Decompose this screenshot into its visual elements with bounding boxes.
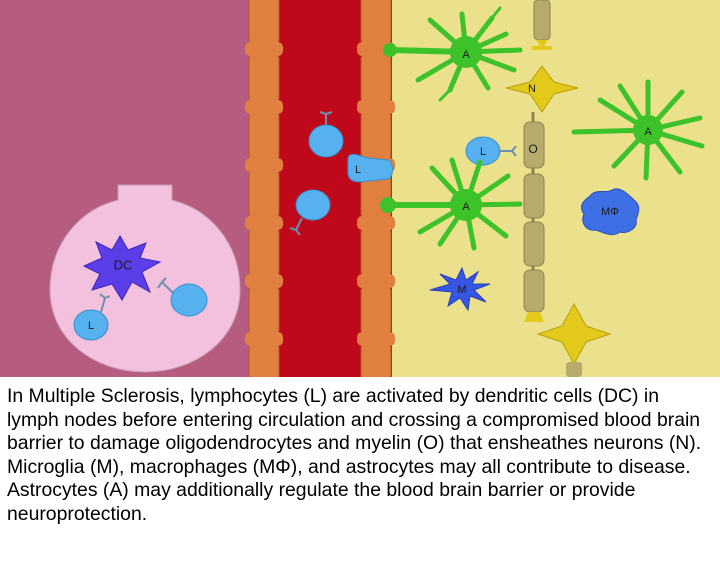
macrophage-label: MΦ: [601, 206, 619, 218]
lymphocyte-node-left: [73, 293, 111, 341]
axon-terminal: [524, 312, 544, 322]
astrocyte-right-label: A: [644, 126, 652, 138]
macrophage-shape: [581, 188, 640, 236]
astrocyte-middle: [380, 157, 523, 251]
lymphocyte-transmigrating-label: L: [355, 164, 361, 176]
oligodendrocyte-label: O: [528, 142, 537, 156]
lymphocyte-node-left-label: L: [88, 320, 94, 332]
vessel-wall-right: [360, 0, 392, 377]
lymphocyte-brain: [465, 136, 517, 166]
vessel-wall-left-junctions: [245, 42, 283, 346]
microglia-label: M: [457, 284, 466, 296]
neuron-cell-body: [505, 65, 579, 113]
astrocyte-middle-label: A: [462, 201, 470, 213]
neuron-top-axon: [532, 0, 552, 50]
neuron-bottom-stem: [566, 362, 582, 377]
astrocyte-right: [571, 79, 705, 181]
lymphocyte-transmigrating: [347, 153, 393, 183]
astrocyte-top-label: A: [462, 49, 470, 61]
figure-caption: In Multiple Sclerosis, lymphocytes (L) a…: [7, 385, 702, 525]
myelin-sheath: [523, 121, 545, 313]
vessel-wall-left: [248, 0, 280, 377]
dendritic-cell-label: DC: [114, 257, 133, 272]
lymphocyte-blood-bottom: [289, 189, 331, 236]
lymphocyte-node-right: [157, 277, 208, 317]
brain-tissue-region: [392, 0, 720, 377]
lymphocyte-brain-label: L: [480, 146, 486, 158]
astrocyte-top: [383, 6, 523, 102]
ms-diagram: DC L L N O L: [0, 0, 720, 377]
lymphocyte-blood-top: [308, 111, 344, 158]
microglia-shape: [429, 266, 491, 312]
neuron-label: N: [528, 83, 536, 95]
dendritic-cell-shape: [82, 234, 162, 301]
